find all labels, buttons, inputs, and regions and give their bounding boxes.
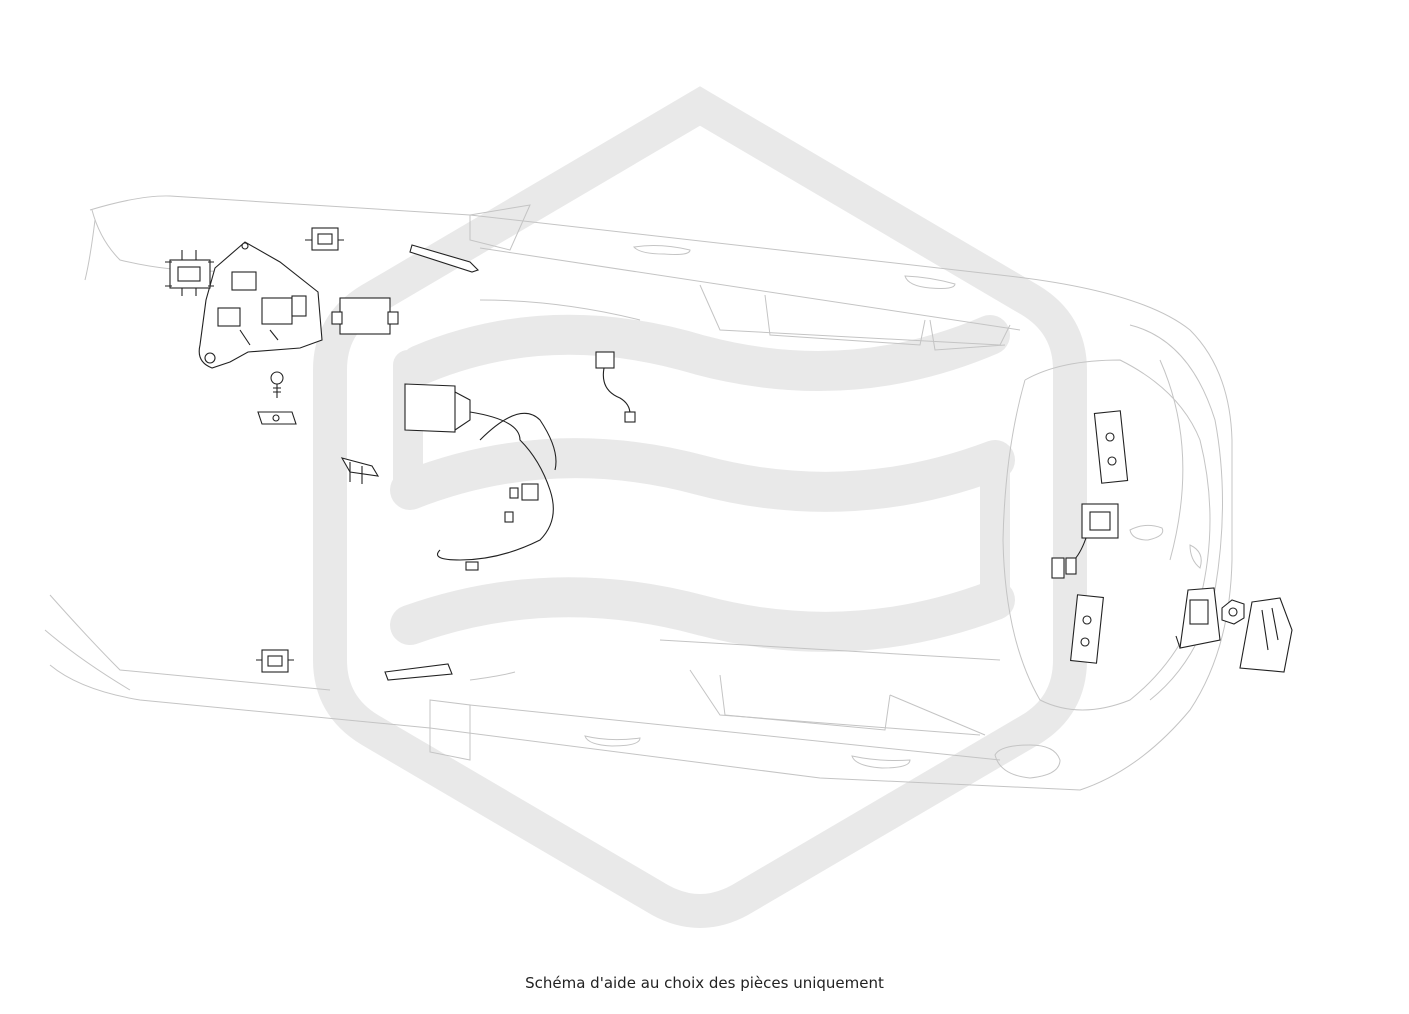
car-outline xyxy=(44,195,1233,791)
door-handle-top xyxy=(409,244,480,273)
screw xyxy=(270,371,284,398)
lock-cover xyxy=(1239,597,1293,673)
sensor-harness xyxy=(404,383,557,571)
rear-camera xyxy=(1051,503,1119,579)
clip-nut xyxy=(257,411,297,425)
control-module xyxy=(331,297,399,335)
diagram-caption: Schéma d'aide au choix des pièces unique… xyxy=(525,974,884,992)
bracket-assembly xyxy=(198,241,323,369)
door-handle-bottom xyxy=(384,663,453,681)
nut xyxy=(1221,599,1245,625)
latch-clip xyxy=(340,457,380,484)
tailgate-lock xyxy=(1175,587,1221,649)
rear-panel-trim-upper xyxy=(1093,410,1129,484)
watermark-logo xyxy=(313,86,1087,928)
rear-panel-trim-lower xyxy=(1070,594,1104,664)
small-sensor xyxy=(595,351,636,423)
hinge-clip-top xyxy=(305,227,344,251)
hinge-clip-bottom xyxy=(256,649,294,673)
mounting-bracket-small xyxy=(165,250,214,296)
